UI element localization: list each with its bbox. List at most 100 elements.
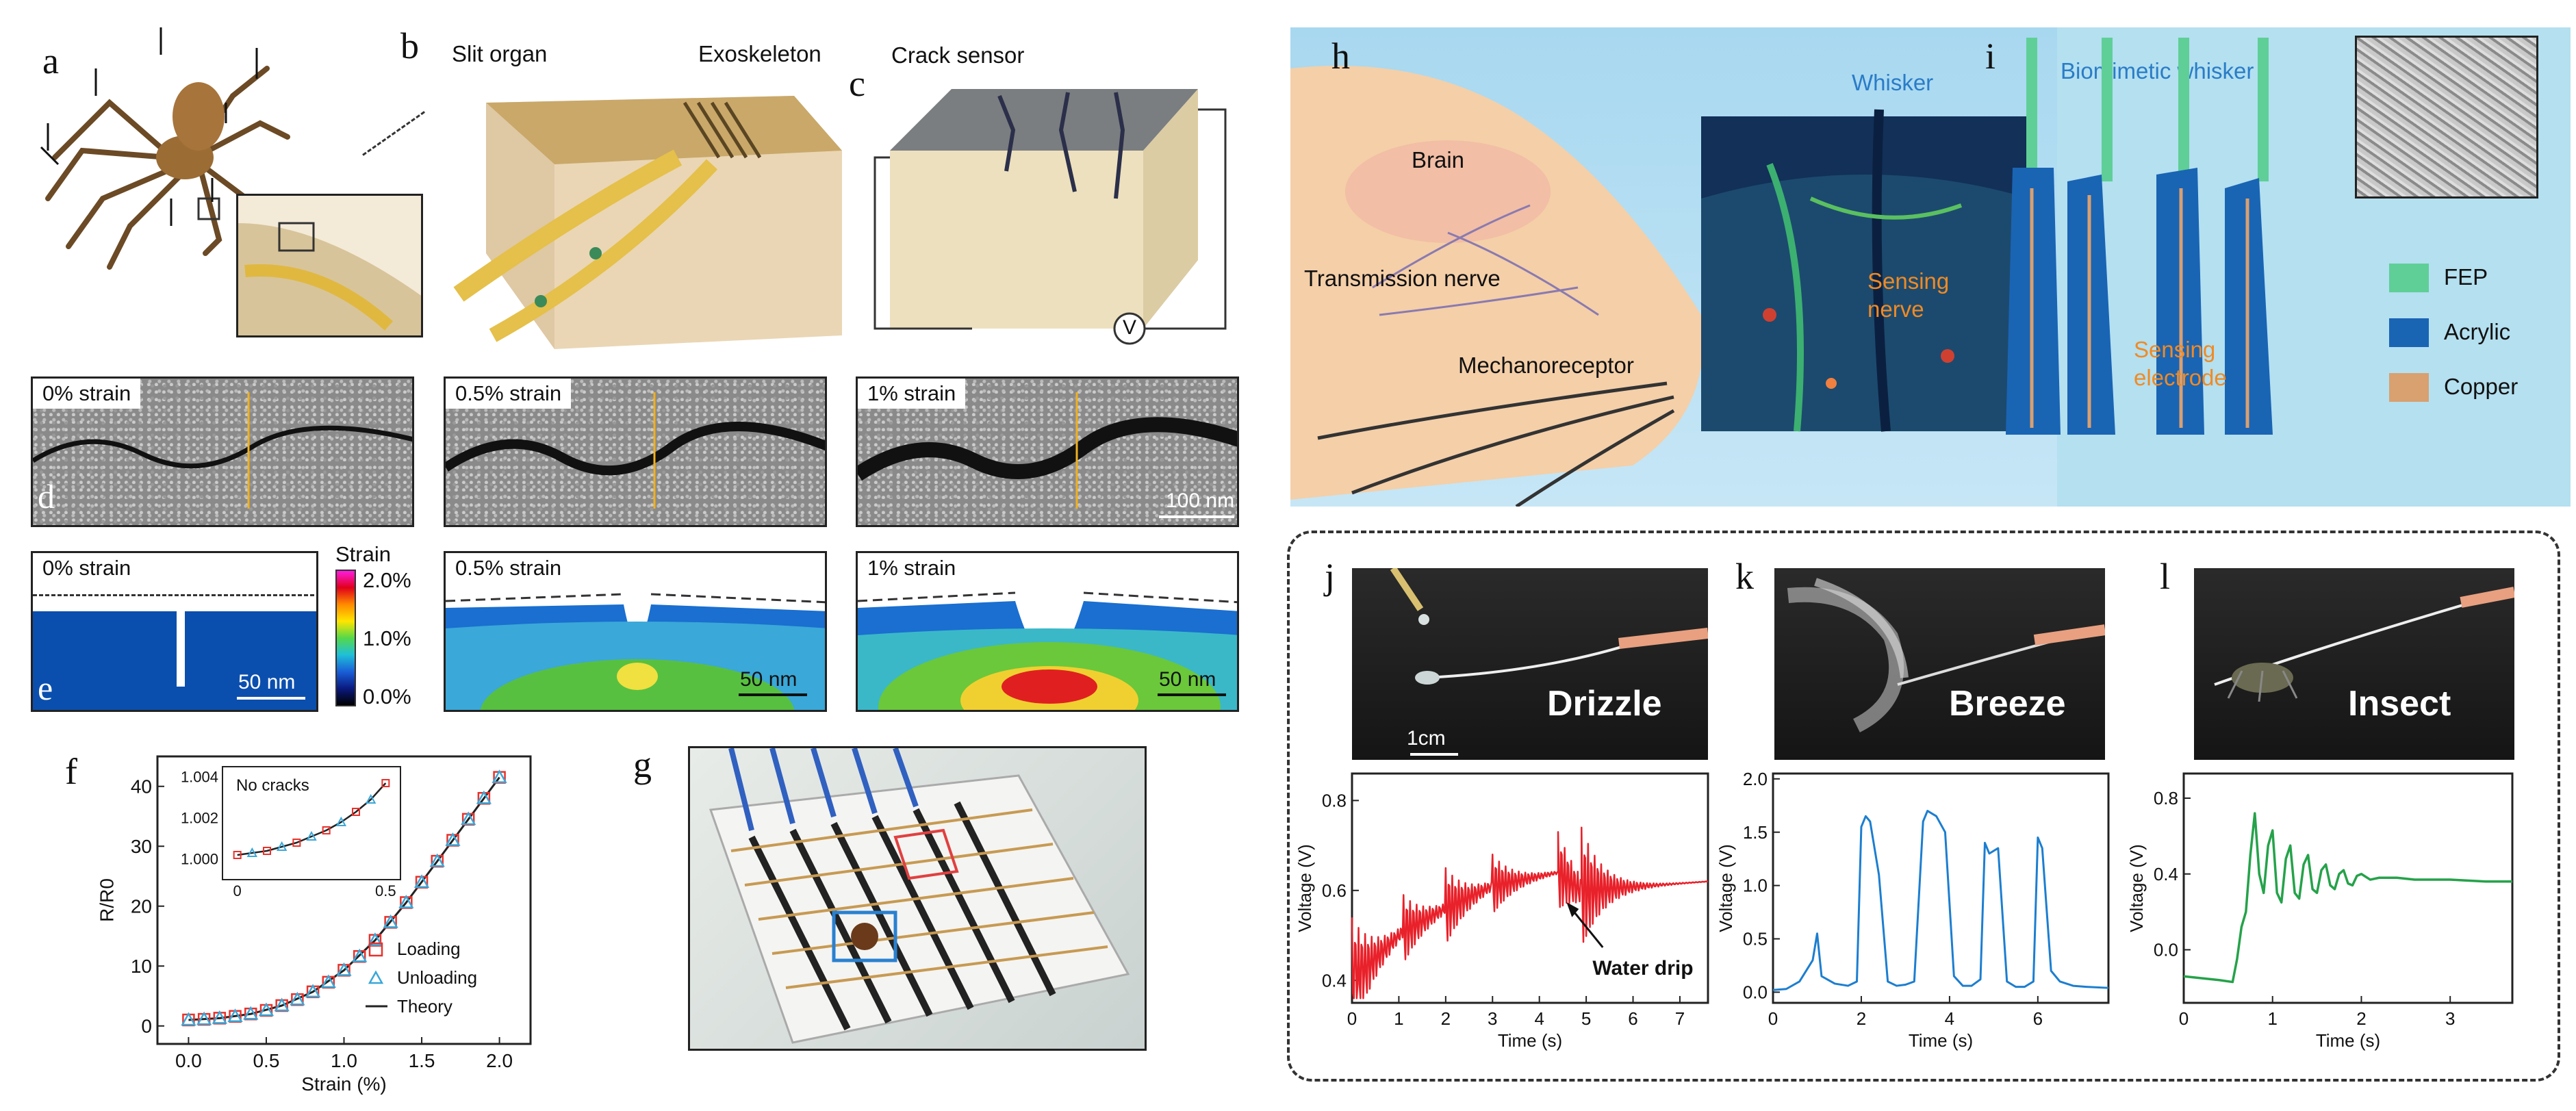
colorbar-tick-0: 0.0%: [363, 685, 411, 708]
inset-unloading-point: [335, 816, 347, 826]
legend-acrylic-swatch: [2389, 318, 2429, 347]
inset-xtick-label: 0: [233, 882, 242, 899]
strain-colorbar-title: Strain: [335, 542, 391, 566]
legend-loading-marker: [368, 942, 383, 957]
photo-scale-label: 1cm: [1407, 727, 1446, 750]
chart-k-ytick-label: 0.5: [1743, 929, 1768, 949]
chart-k-xtick-label: 0: [1768, 1008, 1778, 1029]
unloading-point: [274, 997, 290, 1012]
spider-illustration: [40, 27, 290, 270]
chart-k-ytick-label: 0.0: [1743, 982, 1768, 1003]
breeze-voltage-series: [1772, 810, 2109, 991]
chart-f-ytick-label: 10: [131, 956, 152, 977]
chart-l-xlabel: Time (s): [2316, 1030, 2380, 1051]
slit-organ-illustration: [453, 96, 842, 349]
chart-j-xtick-label: 6: [1628, 1008, 1637, 1029]
chart-f-ytick-label: 20: [131, 896, 152, 917]
chart-f-ylabel: R/R0: [97, 878, 118, 922]
whisker-bio-illustration: [1290, 27, 2571, 507]
chart-k-ylabel: Voltage (V): [1716, 844, 1736, 932]
chart-k-xlabel: Time (s): [1909, 1030, 1973, 1051]
chart-l-xtick-label: 3: [2445, 1008, 2455, 1029]
whisker-label: Whisker: [1852, 70, 1934, 95]
chart-f-ytick-label: 0: [141, 1016, 152, 1037]
chart-k-plot-frame: [1772, 772, 2110, 1004]
legend-fep-swatch: [2389, 264, 2429, 292]
sim-1-label: 1% strain: [867, 556, 956, 580]
chart-l-xtick-label: 2: [2356, 1008, 2366, 1029]
panel-label-f: f: [65, 751, 77, 792]
unloading-point: [413, 874, 430, 888]
sem-05-label: 0.5% strain: [446, 379, 572, 409]
inset-loading-point: [352, 808, 360, 816]
unloading-point: [492, 769, 507, 783]
unloading-point: [429, 853, 445, 867]
chart-f-ytick-label: 40: [131, 776, 152, 797]
unloading-point: [445, 832, 461, 846]
legend-fep-label: FEP: [2444, 264, 2488, 290]
sem-image-0: 0% strain: [31, 376, 414, 527]
unloading-point: [243, 1006, 259, 1020]
sim-0-scale: 50 nm: [238, 671, 296, 693]
panel-label-a: a: [42, 40, 59, 81]
chart-f-xtick-label: 1.0: [331, 1050, 357, 1071]
panel-label-i: i: [1985, 36, 1996, 77]
unloading-point: [461, 811, 476, 826]
crack-sensor-illustration: [873, 89, 1227, 345]
sim-0: 0% strain 50 nm: [31, 551, 318, 712]
application-frame: [1287, 531, 2560, 1082]
chart-j-xtick-label: 4: [1534, 1008, 1544, 1029]
water-drip-arrowhead: [1566, 902, 1579, 917]
water-drip-annotation: Water drip: [1592, 957, 1693, 980]
sim-05-label: 0.5% strain: [455, 556, 562, 580]
sim-1: 1% strain 50 nm: [856, 551, 1239, 712]
chart-l-ytick-label: 0.4: [2154, 864, 2178, 884]
unloading-point: [258, 1002, 275, 1017]
inset-loading-point: [233, 851, 242, 859]
inset-unloading-point: [246, 847, 258, 857]
sim-05: 0.5% strain 50 nm: [444, 551, 827, 712]
drizzle-label: Drizzle: [1547, 684, 1662, 724]
chart-j-xtick-label: 3: [1488, 1008, 1497, 1029]
biomimetic-whisker-label: Biomimetic whisker: [2061, 58, 2254, 84]
chart-k-xtick-label: 6: [2033, 1008, 2043, 1029]
sim-0-label: 0% strain: [42, 556, 131, 580]
photo-scale-bar: [1410, 753, 1458, 756]
insect-photo: Insect: [2194, 568, 2514, 760]
drizzle-photo: Drizzle 1cm: [1352, 568, 1708, 760]
chart-j-ytick-label: 0.4: [1322, 970, 1347, 991]
unloading-point: [305, 984, 321, 998]
legend-theory-label: Theory: [397, 996, 452, 1017]
colorbar-tick-2: 2.0%: [363, 568, 411, 592]
chart-k-xtick-label: 2: [1857, 1008, 1866, 1029]
sem-1-label: 1% strain: [858, 379, 966, 409]
inset-theory-line: [237, 782, 387, 856]
chart-j-xtick-label: 1: [1394, 1008, 1403, 1029]
panel-label-l: l: [2160, 556, 2171, 597]
unloading-point: [367, 932, 383, 946]
inset-ytick-label: 1.002: [181, 810, 218, 827]
chart-l-xtick-label: 0: [2179, 1008, 2189, 1029]
panel-label-b: b: [400, 25, 419, 66]
inset-frame: [222, 766, 401, 880]
insect-label: Insect: [2348, 684, 2451, 724]
chart-k-xtick-label: 4: [1945, 1008, 1954, 1029]
brain-label: Brain: [1412, 147, 1465, 173]
chart-l-ytick-label: 0.8: [2154, 788, 2178, 808]
chart-k-ytick-label: 1.0: [1743, 876, 1768, 896]
insect-voltage-series: [2183, 812, 2512, 984]
chart-f-xlabel: Strain (%): [301, 1073, 386, 1095]
inset-loading-point: [292, 839, 301, 847]
strain-colorbar: [335, 570, 356, 706]
chart-k-ytick-label: 1.5: [1743, 822, 1768, 843]
unloading-point: [181, 1012, 196, 1026]
sem-scale-label: 100 nm: [1166, 489, 1235, 512]
panel-label-d: d: [38, 477, 55, 515]
chart-l-plot-frame: [2182, 772, 2514, 1004]
inset-loading-point: [381, 779, 390, 787]
unloading-point: [227, 1008, 243, 1022]
panel-label-c: c: [849, 63, 865, 104]
legend-unloading-label: Unloading: [397, 967, 477, 988]
